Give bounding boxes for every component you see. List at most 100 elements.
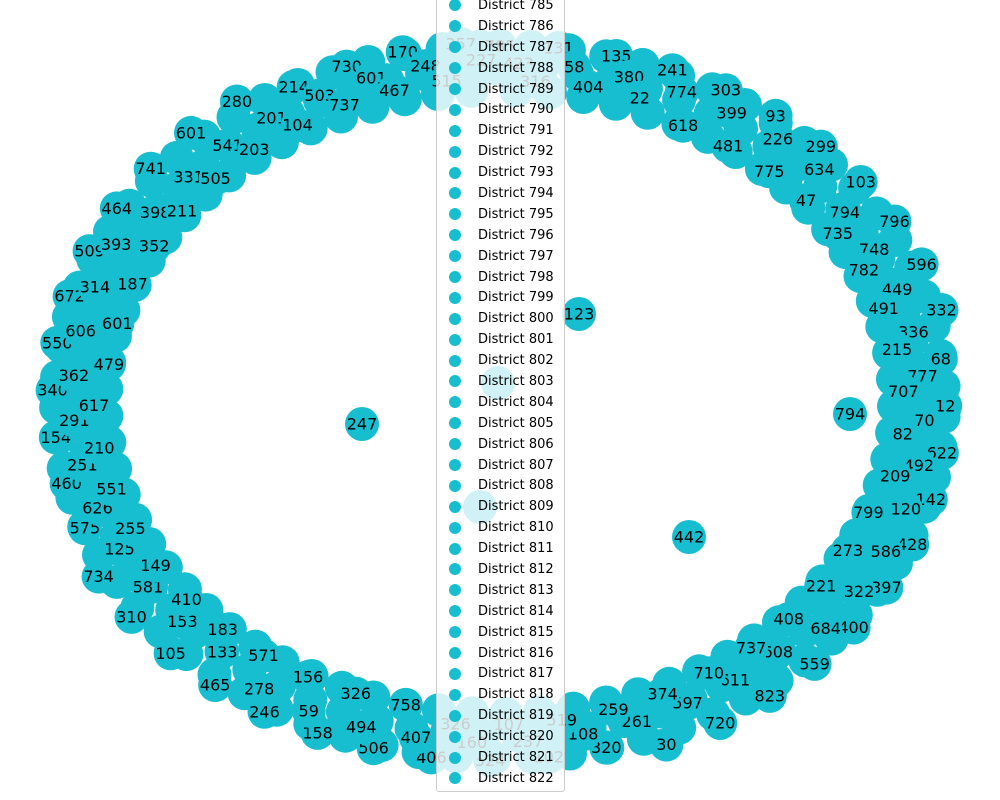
node-label: 464 — [102, 199, 133, 218]
legend-label: District 822 — [478, 770, 554, 786]
node-label: 310 — [116, 607, 147, 626]
node-circle — [886, 374, 921, 409]
node-label: 58 — [564, 58, 584, 77]
node-label: 142 — [916, 490, 947, 509]
ring-node: 410 — [169, 582, 204, 617]
ring-node: 741 — [133, 151, 168, 186]
legend-item: District 789 — [437, 79, 564, 100]
ring-node: 374 — [645, 676, 680, 711]
node-circle — [237, 132, 272, 167]
legend-marker-icon — [449, 187, 461, 200]
node-circle — [808, 611, 843, 646]
node-label: 492 — [904, 456, 935, 475]
legend-marker-icon — [449, 772, 461, 785]
node-label: 201 — [256, 109, 287, 128]
legend-item: District 798 — [437, 267, 564, 288]
ring-node: 210 — [82, 430, 117, 465]
node-label: 59 — [299, 701, 319, 720]
node-label: 735 — [823, 224, 854, 243]
node-label: 273 — [833, 541, 864, 560]
legend-label: District 807 — [478, 457, 554, 473]
legend-item: District 811 — [437, 538, 564, 559]
legend-item: District 818 — [437, 684, 564, 705]
node-circle — [895, 527, 930, 562]
node-circle — [388, 687, 423, 722]
legend-label: District 793 — [478, 165, 554, 181]
legend-marker-icon — [449, 563, 461, 576]
node-circle — [137, 229, 172, 264]
legend-label: District 785 — [478, 0, 554, 13]
node-label: 278 — [244, 679, 275, 698]
node-circle — [165, 193, 200, 228]
legend-item: District 820 — [437, 726, 564, 747]
node-circle — [280, 108, 315, 143]
node-label: 551 — [96, 480, 127, 499]
node-label: 255 — [115, 519, 146, 538]
node-circle — [174, 115, 208, 150]
node-label: 672 — [54, 287, 85, 306]
ring-node: 103 — [843, 165, 878, 199]
node-label: 571 — [248, 646, 279, 665]
legend-item: District 808 — [437, 475, 564, 496]
ring-node: 541 — [210, 128, 245, 163]
node-circle — [114, 599, 149, 634]
legend-marker-icon — [449, 584, 461, 597]
ring-node: 782 — [846, 252, 881, 287]
ring-node: 774 — [664, 75, 699, 110]
ring-node: 332 — [924, 293, 959, 327]
node-label: 596 — [906, 255, 937, 274]
node-circle — [802, 152, 837, 187]
node-circle — [56, 358, 91, 393]
ring-node: 183 — [205, 612, 240, 647]
ring-node: 735 — [820, 216, 855, 251]
legend-item: District 814 — [437, 601, 564, 622]
ring-node: 331 — [171, 160, 206, 194]
node-label: 601 — [176, 123, 207, 142]
node-label: 203 — [239, 140, 270, 159]
ring-node: 617 — [77, 388, 111, 423]
node-label: 407 — [401, 728, 432, 747]
node-label: 30 — [656, 735, 676, 754]
node-label: 550 — [42, 333, 73, 352]
inner-node-123: 123 — [562, 297, 596, 331]
node-label: 601 — [102, 314, 133, 333]
inner-node-794: 794 — [833, 397, 867, 431]
legend-label: District 820 — [478, 729, 554, 745]
ring-node: 823 — [752, 678, 787, 713]
legend-item: District 794 — [437, 183, 564, 204]
node-label: 326 — [341, 684, 372, 703]
legend-label: District 802 — [478, 353, 554, 369]
node-circle — [760, 122, 795, 156]
ring-node: 408 — [771, 602, 806, 636]
node-label: 103 — [845, 173, 876, 192]
node-label: 720 — [705, 714, 736, 733]
node-circle — [72, 234, 107, 269]
legend-marker-icon — [449, 333, 461, 346]
legend-label: District 810 — [478, 520, 554, 536]
ring-node: 491 — [866, 291, 901, 326]
ring-node: 758 — [388, 687, 423, 722]
ring-node: 509 — [72, 234, 107, 269]
node-label: 259 — [598, 700, 629, 719]
node-circle — [649, 727, 684, 762]
legend-marker-icon — [449, 542, 461, 555]
legend-marker-icon — [449, 438, 461, 451]
legend-item: District 786 — [437, 16, 564, 37]
node-label: 22 — [630, 88, 650, 107]
node-label: 397 — [871, 578, 902, 597]
ring-node: 734 — [81, 559, 116, 594]
node-circle — [327, 88, 362, 123]
node-label: 209 — [880, 467, 911, 486]
node-circle — [100, 306, 135, 341]
ring-node: 464 — [99, 191, 134, 226]
legend-item: District 788 — [437, 58, 564, 79]
ring-node: 505 — [198, 161, 233, 196]
node-label: 617 — [79, 396, 110, 415]
legend-marker-icon — [449, 62, 461, 75]
legend-marker-icon — [449, 145, 461, 158]
ring-node: 259 — [596, 692, 631, 727]
node-label: 104 — [282, 116, 313, 135]
node-circle — [276, 69, 311, 104]
ring-node: 352 — [137, 229, 172, 264]
legend-item: District 815 — [437, 622, 564, 643]
